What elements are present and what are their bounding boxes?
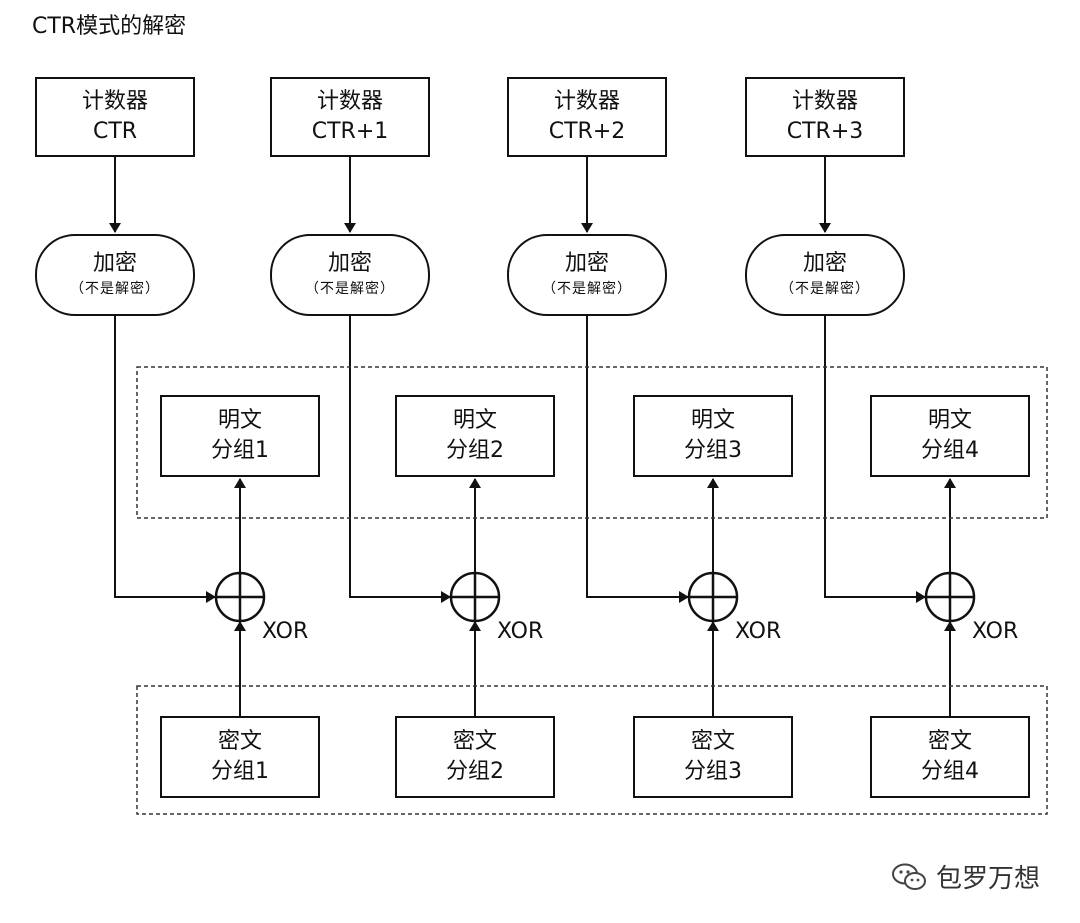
ciphertext-block-2: 密文 分组2 — [395, 716, 555, 798]
encrypt-node-4: 加密 （不是解密） — [745, 234, 905, 316]
counter-box-3: 计数器 CTR+2 — [507, 77, 667, 157]
encrypt-note: （不是解密） — [542, 281, 632, 297]
counter-label: 计数器 — [553, 89, 620, 114]
ciphertext-index: 分组3 — [684, 759, 742, 784]
counter-label: 计数器 — [791, 89, 858, 114]
watermark: 包罗万想 — [890, 858, 1040, 895]
ciphertext-index: 分组2 — [446, 759, 504, 784]
encrypt-to-xor-arrow-3 — [586, 316, 689, 603]
ciphertext-label: 密文 — [927, 729, 972, 754]
encrypt-to-xor-arrow-1 — [114, 316, 216, 603]
counter-value: CTR+3 — [786, 119, 864, 144]
plaintext-group-frame — [136, 366, 1048, 519]
encrypt-to-xor-arrow-4 — [824, 316, 926, 603]
counter-value: CTR+1 — [311, 119, 389, 144]
plaintext-block-4: 明文 分组4 — [870, 395, 1030, 477]
diagram-title: CTR模式的解密 — [32, 14, 187, 39]
ciphertext-block-4: 密文 分组4 — [870, 716, 1030, 798]
encrypt-node-3: 加密 （不是解密） — [507, 234, 667, 316]
counter-value: CTR+2 — [548, 119, 626, 144]
plaintext-index: 分组3 — [684, 438, 742, 463]
plaintext-label: 明文 — [452, 408, 497, 433]
encrypt-node-2: 加密 （不是解密） — [270, 234, 430, 316]
plaintext-label: 明文 — [217, 408, 262, 433]
xor-label-4: XOR — [972, 619, 1019, 644]
counter-box-4: 计数器 CTR+3 — [745, 77, 905, 157]
ciphertext-index: 分组1 — [211, 759, 269, 784]
plaintext-block-3: 明文 分组3 — [633, 395, 793, 477]
watermark-text: 包罗万想 — [936, 864, 1041, 894]
plaintext-block-2: 明文 分组2 — [395, 395, 555, 477]
encrypt-label: 加密 — [564, 251, 609, 276]
ciphertext-index: 分组4 — [921, 759, 979, 784]
plaintext-index: 分组4 — [921, 438, 979, 463]
ciphertext-block-1: 密文 分组1 — [160, 716, 320, 798]
encrypt-node-1: 加密 （不是解密） — [35, 234, 195, 316]
encrypt-to-xor-arrow-2 — [349, 316, 451, 603]
plaintext-label: 明文 — [690, 408, 735, 433]
plaintext-index: 分组2 — [446, 438, 504, 463]
ciphertext-label: 密文 — [452, 729, 497, 754]
counter-value: CTR — [92, 119, 138, 144]
counter-label: 计数器 — [81, 89, 148, 114]
xor-label-1: XOR — [262, 619, 309, 644]
encrypt-note: （不是解密） — [305, 281, 395, 297]
ciphertext-block-3: 密文 分组3 — [633, 716, 793, 798]
encrypt-label: 加密 — [327, 251, 372, 276]
ciphertext-group-frame — [136, 685, 1048, 815]
ciphertext-label: 密文 — [690, 729, 735, 754]
counter-label: 计数器 — [316, 89, 383, 114]
plaintext-block-1: 明文 分组1 — [160, 395, 320, 477]
encrypt-label: 加密 — [92, 251, 137, 276]
xor-label-2: XOR — [497, 619, 544, 644]
wechat-icon — [892, 863, 926, 890]
plaintext-index: 分组1 — [211, 438, 269, 463]
counter-box-1: 计数器 CTR — [35, 77, 195, 157]
counter-box-2: 计数器 CTR+1 — [270, 77, 430, 157]
encrypt-note: （不是解密） — [780, 281, 870, 297]
xor-label-3: XOR — [735, 619, 782, 644]
encrypt-label: 加密 — [802, 251, 847, 276]
encrypt-note: （不是解密） — [70, 281, 160, 297]
ciphertext-label: 密文 — [217, 729, 262, 754]
plaintext-label: 明文 — [927, 408, 972, 433]
